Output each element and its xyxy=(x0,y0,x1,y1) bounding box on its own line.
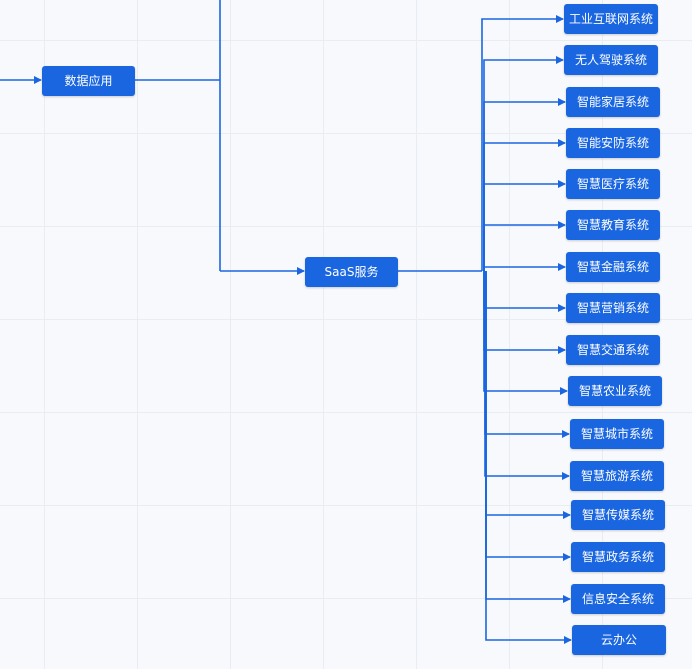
node-leaf-12[interactable]: 智慧旅游系统 xyxy=(570,461,664,491)
edge-saas-to-leaf-2 xyxy=(483,56,564,271)
node-leaf-8[interactable]: 智慧营销系统 xyxy=(566,293,660,323)
edge-saas-to-leaf-1 xyxy=(481,15,564,271)
edge-saas-to-leaf-3 xyxy=(483,98,566,271)
edge-saas-to-leaf-14 xyxy=(485,271,571,561)
node-leaf-4[interactable]: 智能安防系统 xyxy=(566,128,660,158)
edge-saas-to-leaf-9 xyxy=(483,271,566,354)
edge-saas-to-leaf-5 xyxy=(483,180,566,271)
edge-saas-to-leaf-6 xyxy=(483,221,566,271)
node-leaf-15[interactable]: 信息安全系统 xyxy=(571,584,665,614)
node-data-application[interactable]: 数据应用 xyxy=(42,66,135,96)
node-leaf-1[interactable]: 工业互联网系统 xyxy=(564,4,658,34)
edge-saas-to-leaf-12 xyxy=(484,271,570,480)
node-leaf-5[interactable]: 智慧医疗系统 xyxy=(566,169,660,199)
edge-saas-to-leaf-11 xyxy=(484,271,570,438)
node-leaf-10[interactable]: 智慧农业系统 xyxy=(568,376,662,406)
edge-saas-to-leaf-7 xyxy=(483,263,566,271)
node-leaf-3[interactable]: 智能家居系统 xyxy=(566,87,660,117)
node-leaf-16[interactable]: 云办公 xyxy=(572,625,666,655)
node-leaf-14[interactable]: 智慧政务系统 xyxy=(571,542,665,572)
node-saas-service[interactable]: SaaS服务 xyxy=(305,257,398,287)
edge-saas-to-leaf-16 xyxy=(485,271,572,644)
edge-saas-to-leaf-10 xyxy=(483,271,568,395)
edge-saas-to-leaf-8 xyxy=(483,271,566,312)
node-leaf-7[interactable]: 智慧金融系统 xyxy=(566,252,660,282)
node-leaf-6[interactable]: 智慧教育系统 xyxy=(566,210,660,240)
edge-saas-to-leaf-4 xyxy=(483,139,566,271)
node-leaf-11[interactable]: 智慧城市系统 xyxy=(570,419,664,449)
edge-saas-to-leaf-15 xyxy=(485,271,571,603)
node-leaf-13[interactable]: 智慧传媒系统 xyxy=(571,500,665,530)
node-leaf-2[interactable]: 无人驾驶系统 xyxy=(564,45,658,75)
node-leaf-9[interactable]: 智慧交通系统 xyxy=(566,335,660,365)
